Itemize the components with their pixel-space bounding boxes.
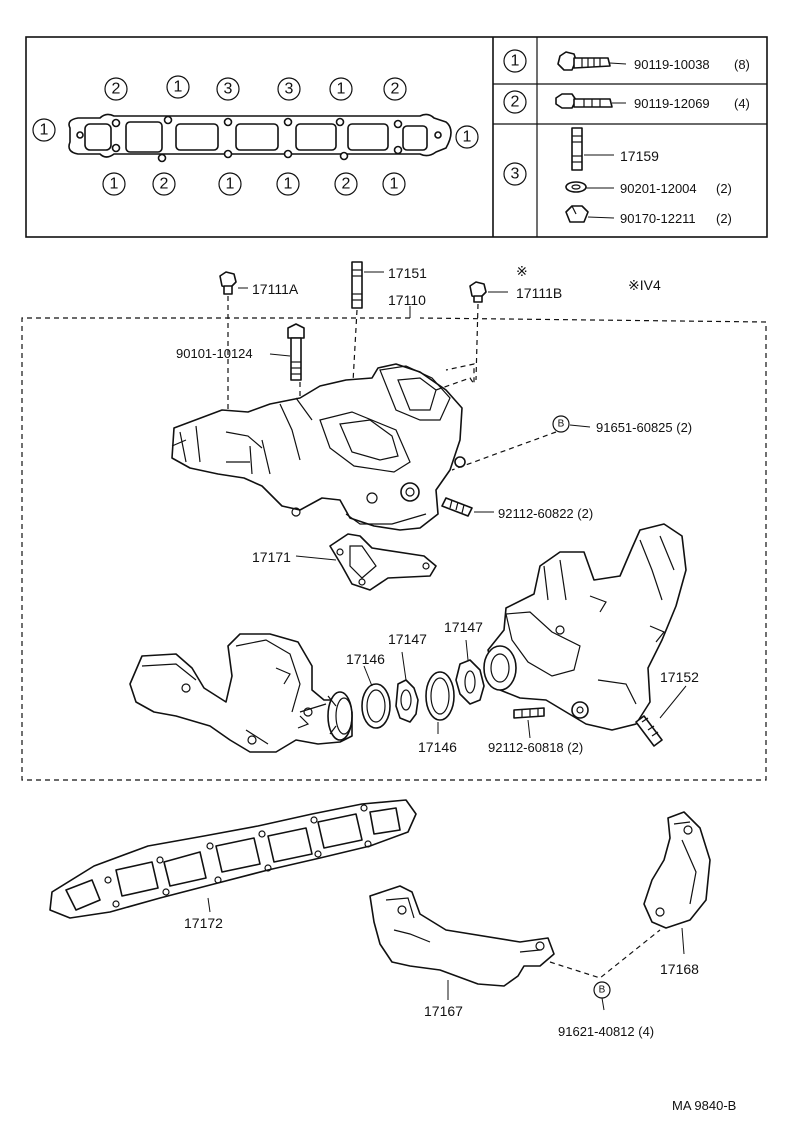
callout-17111b: 17111B — [516, 285, 562, 301]
callout-17110: 17110 — [388, 292, 426, 308]
legend-part-number: 90119-10038 — [634, 57, 710, 72]
callout-17147-right: 17147 — [444, 619, 483, 635]
gasket-key: 1 — [226, 176, 235, 193]
gasket-pattern-sketch — [68, 113, 452, 163]
legend-row-3: 3 17159 90201-12004 (2) 90170-12211 (2) — [503, 127, 732, 226]
gasket-key: 3 — [285, 81, 294, 98]
legend-part-qty: (8) — [734, 57, 750, 72]
legend-part-number: 90201-12004 — [620, 181, 697, 196]
gasket-side-keys: 1 1 — [32, 118, 479, 149]
gasket-key: 2 — [160, 176, 169, 193]
b-marker-label: B — [558, 419, 565, 430]
stud-17152 — [635, 715, 663, 747]
exhaust-manifold-rear — [483, 523, 687, 731]
stud-17151 — [351, 261, 363, 309]
guide-line — [549, 929, 661, 979]
gasket-key: 1 — [110, 176, 119, 193]
gasket-top-keys: 2 1 3 3 1 2 — [104, 75, 407, 101]
flange-bolt-icon — [557, 51, 611, 71]
nut-icon — [565, 205, 589, 223]
assembly-boundary — [21, 317, 767, 781]
intake-manifold-17110 — [171, 363, 466, 531]
legend-part-qty: (2) — [716, 211, 732, 226]
gasket-key: 2 — [342, 176, 351, 193]
seal-ring-17146-left — [361, 683, 391, 729]
callout-17152: 17152 — [660, 669, 699, 685]
seal-ring-17146-right — [425, 671, 455, 721]
guide-line — [435, 363, 475, 391]
legend-row-1: 1 90119-10038 (8) — [503, 49, 750, 73]
gasket-key: 1 — [337, 81, 346, 98]
callout-17171: 17171 — [252, 549, 291, 565]
callout-17172: 17172 — [184, 915, 223, 931]
guide-line — [475, 303, 479, 381]
bracket-17167 — [369, 885, 555, 987]
engine-note: ※IV4 — [628, 277, 661, 293]
callout-17168: 17168 — [660, 961, 699, 977]
gasket-key: 2 — [112, 81, 121, 98]
hex-bolt-icon — [555, 93, 613, 109]
gasket-key: 2 — [391, 81, 400, 98]
callout-92112-60822: 92112-60822 (2) — [498, 506, 593, 521]
legend-part-number: 90119-12069 — [634, 96, 710, 111]
gasket-key: 1 — [284, 176, 293, 193]
legend-part-qty: (4) — [734, 96, 750, 111]
callout-17167: 17167 — [424, 1003, 463, 1019]
stud-icon — [571, 127, 583, 171]
callout-17146-right: 17146 — [418, 739, 457, 755]
gasket-key: 1 — [390, 176, 399, 193]
gasket-key: 3 — [224, 81, 233, 98]
callout-91621-40812: 91621-40812 (4) — [558, 1024, 654, 1039]
gasket-key: 1 — [40, 122, 49, 139]
b-marker — [552, 415, 570, 433]
asterisk-mark: ※ — [516, 263, 528, 279]
bolt-90101-10124 — [287, 323, 305, 381]
legend-key: 1 — [511, 53, 520, 70]
bolt-17111b — [469, 281, 487, 303]
guide-line — [451, 431, 557, 471]
callout-90101-10124: 90101-10124 — [176, 346, 253, 361]
exhaust-gasket-17172 — [49, 799, 417, 919]
callout-17147-left: 17147 — [388, 631, 427, 647]
callout-17146-left: 17146 — [346, 651, 385, 667]
legend-part-number: 17159 — [620, 148, 659, 164]
reference-panel-frame — [25, 36, 768, 238]
legend-row-2: 2 90119-12069 (4) — [503, 90, 750, 114]
legend-part-number: 90170-12211 — [620, 211, 696, 226]
callout-92112-60818: 92112-60818 (2) — [488, 740, 583, 755]
legend-key: 2 — [511, 94, 520, 111]
figure-code: MA 9840-B — [672, 1098, 736, 1113]
legend-part-qty: (2) — [716, 181, 732, 196]
gasket-17147-right — [455, 659, 485, 705]
gasket-17147-left — [395, 679, 419, 723]
washer-icon — [565, 181, 587, 193]
stud-92112-60818 — [513, 707, 545, 719]
heat-insulator-17168 — [643, 811, 711, 929]
b-marker-label: B — [599, 985, 606, 996]
bolt-17111a — [219, 271, 237, 295]
callout-17111a: 17111A — [252, 281, 299, 297]
callout-17151: 17151 — [388, 265, 427, 281]
callout-91651-60825: 91651-60825 (2) — [596, 420, 692, 435]
gasket-bottom-keys: 1 2 1 1 2 1 — [102, 172, 406, 196]
legend-key: 3 — [511, 166, 520, 183]
gasket-key: 1 — [463, 129, 472, 146]
gasket-17171 — [329, 533, 437, 591]
stud-92112-60822 — [441, 497, 473, 517]
gasket-key: 1 — [174, 79, 183, 96]
exhaust-manifold-front — [129, 633, 353, 753]
